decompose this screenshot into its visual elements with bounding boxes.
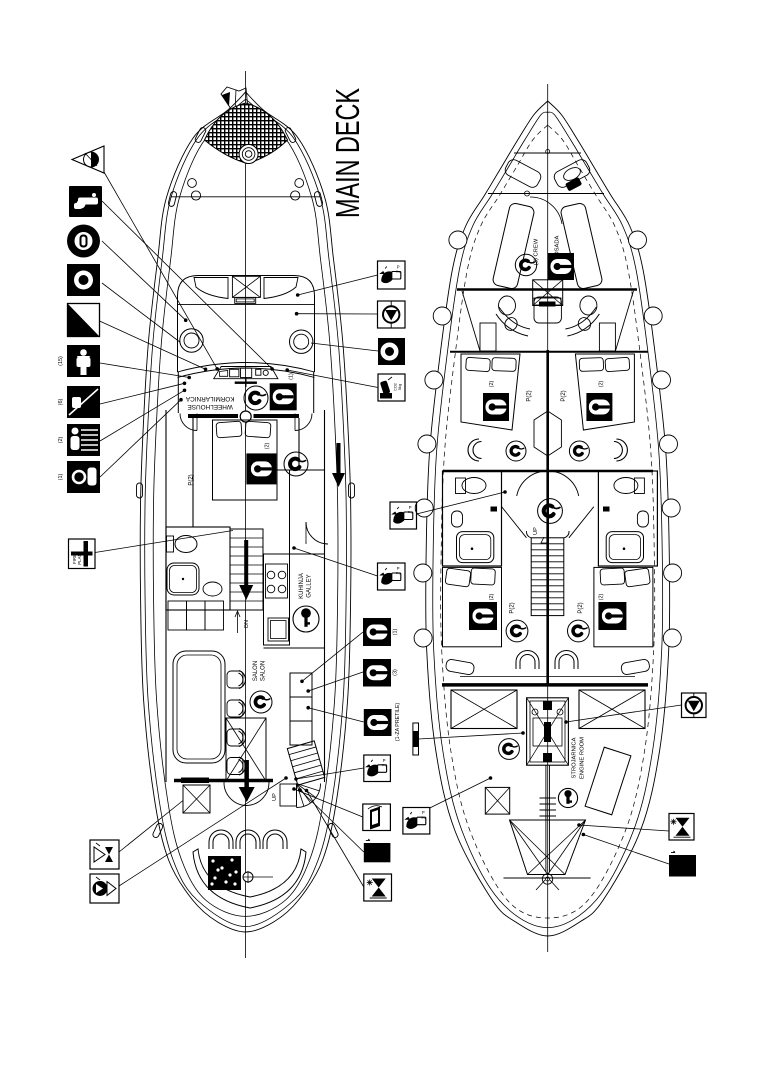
svg-text:STROJARNICA: STROJARNICA (572, 737, 578, 778)
svg-text:(2): (2) (489, 380, 495, 387)
svg-text:UP: UP (272, 793, 278, 801)
svg-text:(2): (2) (265, 442, 271, 449)
svg-text:(3): (3) (393, 669, 399, 676)
svg-text:P: P (422, 810, 425, 815)
svg-text:UP: UP (533, 527, 539, 535)
svg-text:6kg: 6kg (382, 763, 387, 767)
svg-text:P: P (409, 505, 412, 510)
svg-text:(1): (1) (58, 473, 64, 480)
svg-text:GALLEY: GALLEY (307, 574, 313, 597)
svg-text:WHEELHOUSE: WHEELHOUSE (187, 403, 232, 410)
svg-text:(2): (2) (598, 593, 604, 600)
svg-text:(1): (1) (289, 373, 295, 380)
svg-text:(2): (2) (598, 380, 604, 387)
svg-text:SALON: SALON (253, 661, 259, 681)
svg-text:(2): (2) (58, 436, 64, 443)
svg-text:P: P (397, 566, 400, 571)
svg-text:5kg: 5kg (398, 384, 402, 390)
svg-text:SALON: SALON (261, 661, 267, 681)
svg-text:P(2): P(2) (510, 602, 516, 613)
svg-text:(6): (6) (58, 398, 64, 405)
svg-text:(1-ZA PRETILE): (1-ZA PRETILE) (395, 703, 401, 741)
svg-text:(15): (15) (58, 356, 64, 366)
svg-text:DN: DN (244, 620, 250, 628)
svg-text:(2): (2) (489, 593, 495, 600)
svg-text:6kg: 6kg (396, 270, 401, 274)
svg-text:FIRE: FIRE (72, 554, 77, 564)
svg-text:(1): (1) (393, 628, 399, 635)
svg-text:P(2): P(2) (189, 474, 195, 485)
svg-text:MAIN DECK: MAIN DECK (329, 88, 366, 218)
svg-text:6kg: 6kg (408, 510, 413, 514)
svg-text:KUHINJA: KUHINJA (299, 573, 305, 599)
svg-text:ENGINE ROOM: ENGINE ROOM (580, 737, 586, 779)
svg-text:PLAN: PLAN (77, 553, 82, 564)
svg-text:(3) CREW: (3) CREW (534, 238, 540, 265)
svg-text:KORMILARNICA: KORMILARNICA (185, 395, 234, 402)
svg-text:P: P (383, 758, 386, 763)
svg-text:6kg: 6kg (396, 571, 401, 575)
svg-text:CO2: CO2 (394, 383, 398, 391)
svg-text:P: P (397, 265, 400, 270)
svg-text:P(2): P(2) (561, 390, 567, 401)
svg-text:6kg: 6kg (421, 815, 426, 819)
svg-text:P(2): P(2) (578, 602, 584, 613)
svg-text:(3) POSADA: (3) POSADA (555, 235, 561, 268)
svg-text:P(2): P(2) (527, 390, 533, 401)
